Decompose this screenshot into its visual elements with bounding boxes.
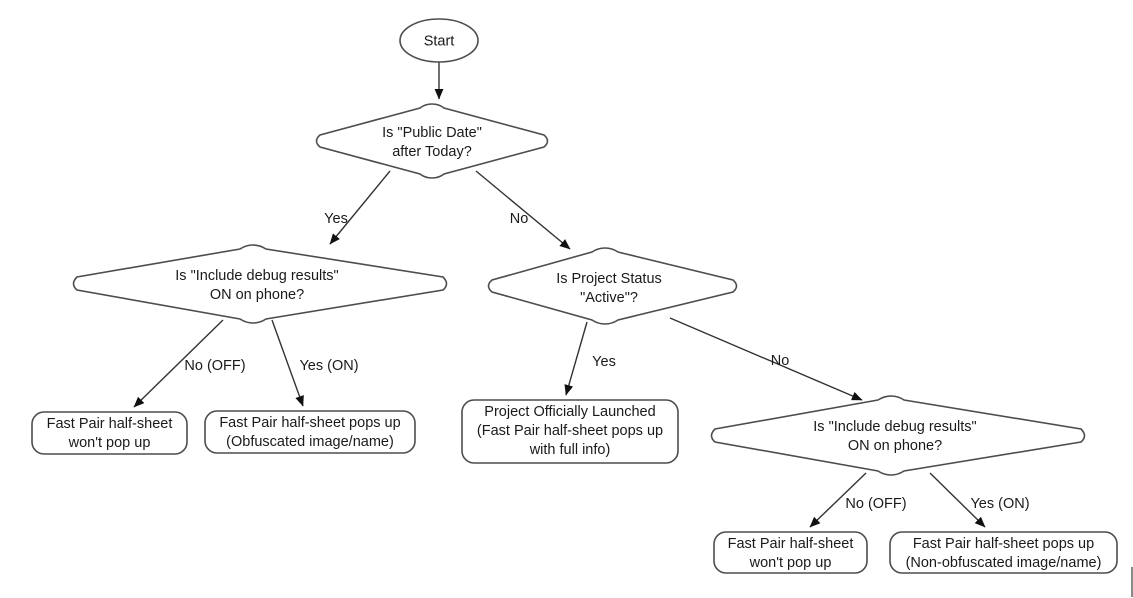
node-result-right-off[interactable]: Fast Pair half-sheet won't pop up [713, 531, 868, 574]
edge-right-debug-no-off [809, 472, 867, 528]
debug-left-label-line1: Is "Include debug results" [175, 268, 338, 284]
page-edge-mark [1131, 567, 1133, 597]
node-decision-debug-right[interactable]: Is "Include debug results" ON on phone? [710, 395, 1086, 476]
debug-left-label-line2: ON on phone? [210, 287, 304, 303]
result-launched-line2: (Fast Pair half-sheet pops up [477, 423, 663, 439]
node-start[interactable]: Start [399, 18, 479, 63]
result-left-off-shape [31, 411, 188, 455]
node-decision-project-status[interactable]: Is Project Status "Active"? [487, 247, 738, 325]
start-ellipse-shape [399, 18, 479, 63]
node-decision-debug-left[interactable]: Is "Include debug results" ON on phone? [72, 244, 448, 324]
result-right-on-line1: Fast Pair half-sheet pops up [913, 536, 1094, 552]
result-launched-line3: with full info) [529, 442, 611, 458]
result-launched-line1: Project Officially Launched [484, 404, 655, 420]
result-right-off-line2: won't pop up [749, 555, 832, 571]
debug-right-label-line1: Is "Include debug results" [813, 419, 976, 435]
result-left-on-shape [204, 410, 416, 454]
result-left-on-line2: (Obfuscated image/name) [226, 434, 394, 450]
result-right-off-line1: Fast Pair half-sheet [728, 536, 854, 552]
edge-project-status-yes [564, 321, 588, 396]
project-status-label-line1: Is Project Status [556, 271, 662, 287]
edge-public-date-no [475, 170, 571, 250]
result-right-on-line2: (Non-obfuscated image/name) [906, 555, 1102, 571]
edge-label-yes-project-status: Yes [592, 354, 616, 370]
start-label: Start [424, 33, 455, 49]
edge-right-debug-yes-on [929, 472, 986, 528]
result-left-off-line2: won't pop up [68, 435, 151, 451]
edge-label-no-off-right: No (OFF) [845, 496, 906, 512]
edge-label-yes-on-left: Yes (ON) [299, 358, 358, 374]
project-status-diamond-shape [487, 247, 738, 325]
node-result-left-off[interactable]: Fast Pair half-sheet won't pop up [31, 411, 188, 455]
node-decision-public-date[interactable]: Is "Public Date" after Today? [315, 103, 549, 179]
debug-left-diamond-shape [72, 244, 448, 324]
result-left-on-line1: Fast Pair half-sheet pops up [219, 415, 400, 431]
edge-project-status-no [669, 317, 863, 401]
result-right-off-shape [713, 531, 868, 574]
project-status-label-line2: "Active"? [580, 290, 638, 306]
node-result-right-on[interactable]: Fast Pair half-sheet pops up (Non-obfusc… [889, 531, 1118, 574]
edge-left-debug-yes-on [271, 319, 304, 407]
edge-label-yes-public-date: Yes [324, 211, 348, 227]
result-left-off-line1: Fast Pair half-sheet [47, 416, 173, 432]
edge-left-debug-no-off [133, 319, 224, 408]
edge-label-no-off-left: No (OFF) [184, 358, 245, 374]
edge-label-no-project-status: No [771, 353, 790, 369]
node-result-launched[interactable]: Project Officially Launched (Fast Pair h… [461, 399, 679, 464]
result-launched-shape [461, 399, 679, 464]
edge-public-date-yes [329, 170, 391, 245]
public-date-label-line2: after Today? [392, 144, 472, 160]
debug-right-label-line2: ON on phone? [848, 438, 942, 454]
edge-label-yes-on-right: Yes (ON) [970, 496, 1029, 512]
edge-label-no-public-date: No [510, 211, 529, 227]
debug-right-diamond-shape [710, 395, 1086, 476]
public-date-label-line1: Is "Public Date" [382, 125, 482, 141]
result-right-on-shape [889, 531, 1118, 574]
edge-group: Yes No No (OFF) Yes (ON) Yes No No (OFF)… [133, 62, 1030, 528]
public-date-diamond-shape [315, 103, 549, 179]
node-result-left-on[interactable]: Fast Pair half-sheet pops up (Obfuscated… [204, 410, 416, 454]
